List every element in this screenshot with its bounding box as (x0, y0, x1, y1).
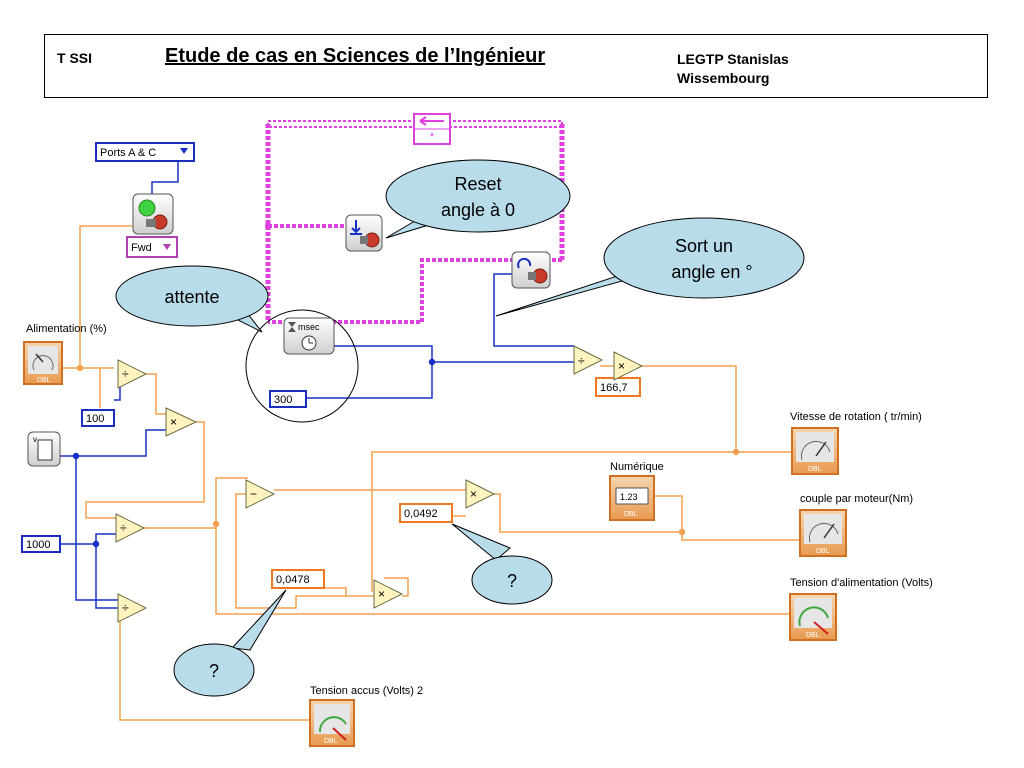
couple-gauge[interactable]: DBL (799, 509, 847, 557)
divide-node-volts[interactable]: ÷ (115, 513, 146, 543)
page-header: T SSI Etude de cas en Sciences de l’Ingé… (44, 34, 988, 98)
direction-selector[interactable]: Fwd (126, 236, 178, 258)
svg-text:Reset: Reset (454, 174, 501, 194)
tension-accus-gauge[interactable]: DBL (309, 699, 355, 747)
constant-0-0478[interactable]: 0,0478 (271, 569, 325, 589)
svg-text:v: v (33, 435, 37, 444)
divide-node-percent[interactable]: ÷ (117, 359, 148, 389)
svg-text:msec: msec (298, 322, 320, 332)
svg-text:?: ? (209, 661, 219, 681)
dropdown-arrow-icon (163, 244, 171, 250)
constant-1000[interactable]: 1000 (21, 535, 61, 553)
svg-text:DBL: DBL (624, 511, 638, 518)
svg-text:angle à 0: angle à 0 (441, 200, 515, 220)
battery-voltage-icon[interactable]: v (27, 431, 61, 467)
svg-text:0,0492: 0,0492 (404, 508, 438, 520)
course-label: T SSI (57, 50, 93, 66)
read-angle-icon[interactable] (511, 251, 551, 289)
callout-question-0492: ? (451, 523, 553, 605)
svg-text:×: × (618, 359, 625, 373)
svg-text:?: ? (507, 571, 517, 591)
svg-text:DBL: DBL (816, 548, 830, 555)
svg-text:÷: ÷ (122, 367, 129, 381)
vitesse-gauge[interactable]: DBL (791, 427, 839, 475)
svg-text:166,7: 166,7 (600, 382, 628, 394)
svg-text:DBL: DBL (806, 632, 820, 639)
constant-300[interactable]: 300 (269, 390, 307, 408)
svg-text:×: × (378, 587, 385, 601)
school-name: LEGTP Stanislas (677, 51, 789, 67)
school-label: LEGTP Stanislas Wissembourg (677, 50, 789, 88)
tension-alim-label: Tension d'alimentation (Volts) (790, 577, 933, 589)
svg-text:DBL: DBL (37, 377, 51, 384)
school-city: Wissembourg (677, 70, 770, 86)
multiply-node-offset[interactable]: × (373, 579, 404, 609)
tension-alim-gauge[interactable]: DBL (789, 593, 837, 641)
constant-166-7[interactable]: 166,7 (595, 377, 641, 397)
svg-text:Fwd: Fwd (131, 242, 152, 254)
vitesse-label: Vitesse de rotation ( tr/min) (790, 411, 922, 423)
numerique-indicator[interactable]: 1.23 DBL (609, 475, 655, 521)
callout-question-0478: ? (173, 589, 287, 697)
constant-0-0492[interactable]: 0,0492 (399, 503, 453, 523)
divide-node-angle[interactable]: ÷ (573, 345, 604, 375)
svg-text:×: × (470, 487, 477, 501)
blue-wires (60, 161, 574, 609)
multiply-node-couple[interactable]: × (465, 479, 496, 509)
subtract-node[interactable]: − (245, 479, 276, 509)
pink-loop-wires (265, 120, 565, 324)
couple-label: couple par moteur(Nm) (800, 493, 913, 505)
svg-text:Sort un: Sort un (675, 236, 733, 256)
timer-highlight-circle (245, 309, 359, 423)
numerique-label: Numérique (610, 461, 664, 473)
callout-reset: Reset angle à 0 (385, 159, 571, 239)
svg-text:attente: attente (164, 287, 219, 307)
svg-text:÷: ÷ (578, 354, 585, 368)
orange-wires (62, 225, 800, 721)
page-title: Etude de cas en Sciences de l’Ingénieur (165, 45, 546, 67)
dropdown-arrow-icon (180, 148, 188, 154)
svg-text:0,0478: 0,0478 (276, 574, 310, 586)
svg-text:÷: ÷ (120, 521, 127, 535)
alimentation-label: Alimentation (%) (26, 323, 107, 335)
svg-text:1000: 1000 (26, 539, 50, 551)
motor-on-icon[interactable] (132, 193, 174, 235)
reset-angle-icon[interactable] (345, 214, 383, 252)
tension-accus-label: Tension accus (Volts) 2 (310, 685, 423, 697)
svg-text:DBL: DBL (808, 466, 822, 473)
divide-node-accus[interactable]: ÷ (117, 593, 148, 623)
callout-attente: attente (115, 265, 269, 333)
svg-text:÷: ÷ (122, 601, 129, 615)
multiply-node-tension[interactable]: × (165, 407, 198, 437)
svg-text:−: − (250, 487, 257, 501)
svg-text:300: 300 (274, 394, 292, 406)
svg-text:×: × (170, 415, 177, 429)
wait-timer-icon[interactable]: msec (283, 317, 335, 355)
ports-selector[interactable]: Ports A & C (95, 142, 195, 162)
svg-text:1.23: 1.23 (620, 492, 638, 502)
constant-100[interactable]: 100 (81, 409, 115, 427)
svg-text:angle en °: angle en ° (671, 262, 752, 282)
shift-register-node[interactable]: * (413, 113, 451, 145)
callout-sort-angle: Sort un angle en ° (495, 217, 805, 317)
alimentation-knob[interactable]: DBL (23, 341, 63, 385)
svg-text:*: * (430, 131, 435, 143)
svg-text:100: 100 (86, 413, 104, 425)
svg-text:Ports A & C: Ports A & C (100, 147, 156, 159)
svg-text:DBL: DBL (324, 738, 338, 745)
multiply-node-vitesse[interactable]: × (613, 351, 644, 381)
